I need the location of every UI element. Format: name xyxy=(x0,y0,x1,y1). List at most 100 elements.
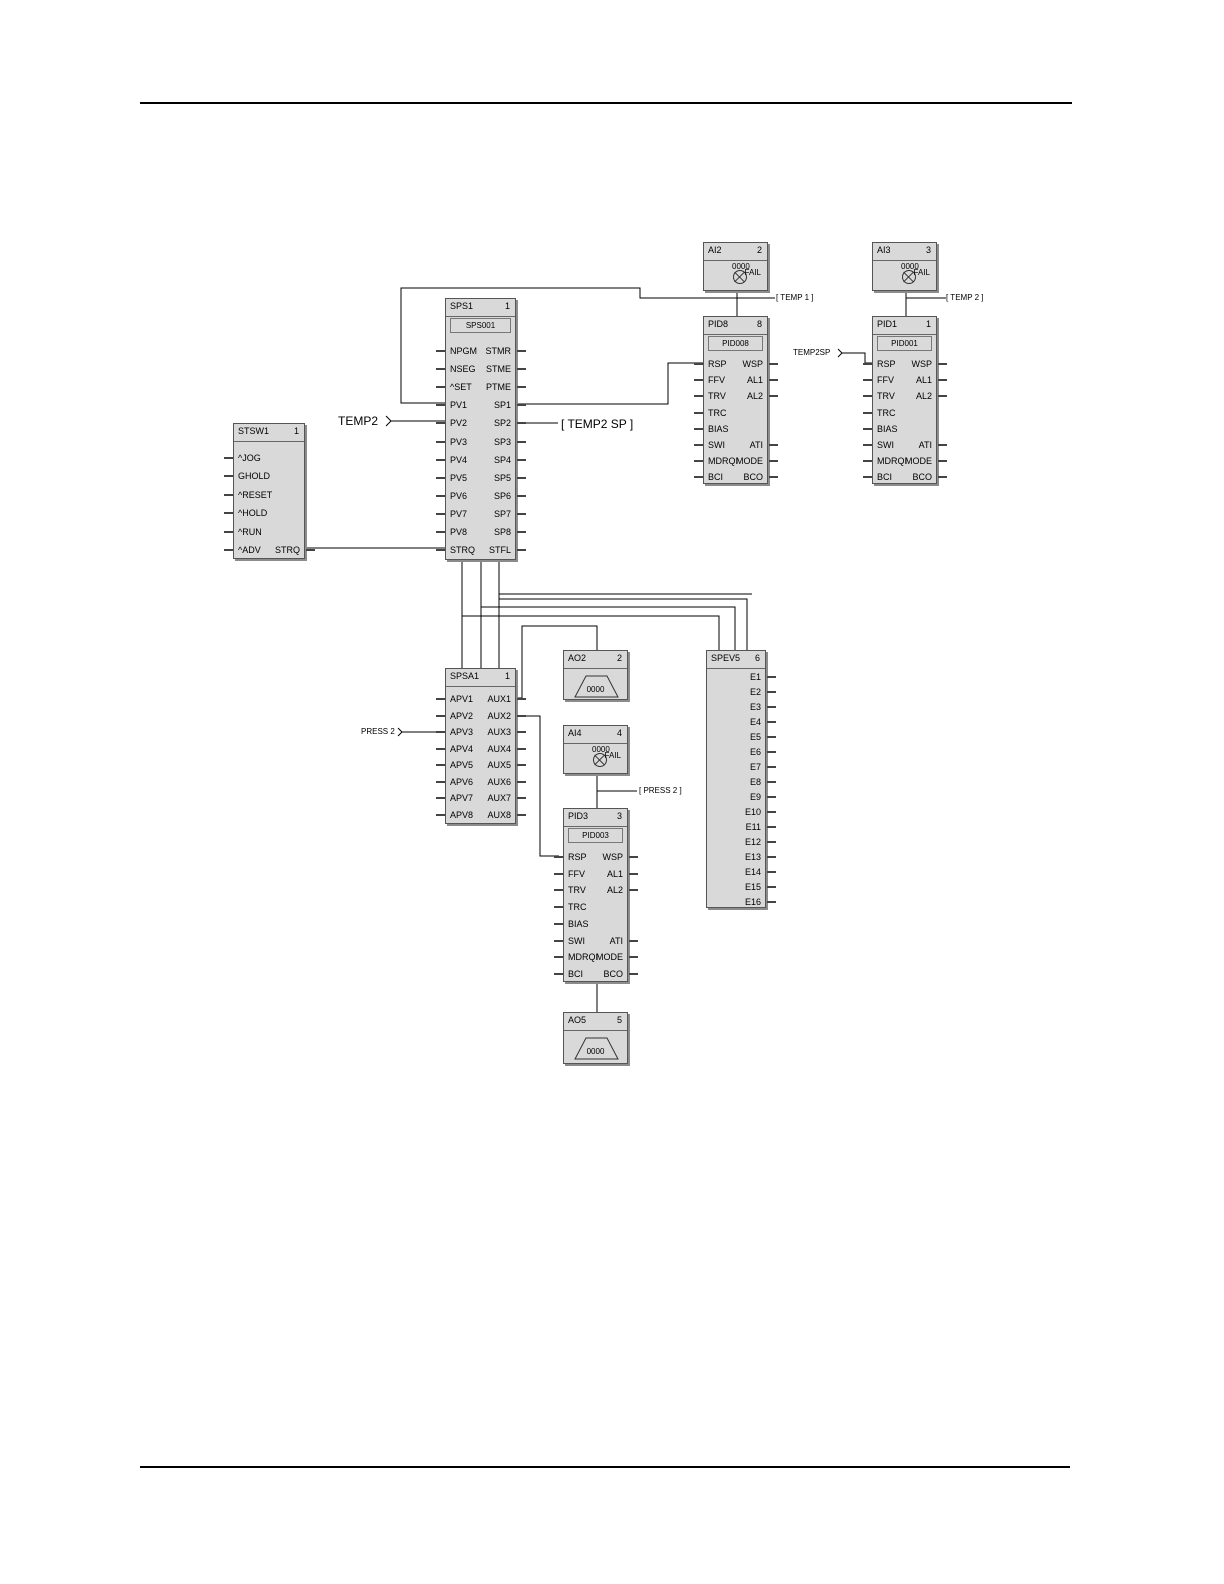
pid3-pin-mdrqi[interactable]: MDRQI xyxy=(568,952,598,963)
stsw1-pin-strq[interactable]: STRQ xyxy=(274,545,300,555)
pid8-pin-swi[interactable]: SWI xyxy=(708,440,725,450)
pid8-pin-bco[interactable]: BCO xyxy=(743,472,763,483)
sps1-pin-sp4[interactable]: SP4 xyxy=(493,454,511,465)
sps1-pin-sp7[interactable]: SP7 xyxy=(493,508,511,519)
sps1-pin-sp5[interactable]: SP5 xyxy=(493,472,511,483)
pid3-pin-bco[interactable]: BCO xyxy=(603,968,623,979)
sps1-pin-pv6[interactable]: PV6 xyxy=(450,490,468,501)
spev5-pin-e10[interactable]: E10 xyxy=(744,807,761,817)
pid3-pin-trc[interactable]: TRC xyxy=(568,902,587,913)
pid8-pin-mode[interactable]: MODE xyxy=(736,456,763,467)
pid1-pin-wsp[interactable]: WSP xyxy=(911,359,932,369)
pid3-pin-swi[interactable]: SWI xyxy=(568,935,585,946)
pid8-pin-ati[interactable]: ATI xyxy=(749,440,763,450)
spsa1-pin-aux3[interactable]: AUX3 xyxy=(487,727,511,737)
pid8-pin-mdrqi[interactable]: MDRQI xyxy=(708,456,738,467)
sps1-pin-pv8[interactable]: PV8 xyxy=(450,527,468,537)
spsa1-pin-aux7[interactable]: AUX7 xyxy=(487,793,511,803)
spsa1-pin-apv7[interactable]: APV7 xyxy=(450,793,474,803)
sps1-pin-npgm[interactable]: NPGM xyxy=(450,346,477,356)
sps1-pin-sp1[interactable]: SP1 xyxy=(493,400,511,411)
pid1-pin-al2[interactable]: AL2 xyxy=(915,391,932,402)
spev5-pin-e15[interactable]: E15 xyxy=(744,882,761,892)
spev5-pin-e1[interactable]: E1 xyxy=(749,672,761,682)
pid8-pin-trc[interactable]: TRC xyxy=(708,407,727,418)
spev5-pin-e8[interactable]: E8 xyxy=(749,777,761,787)
stsw1-pin-run[interactable]: ^RUN xyxy=(238,526,262,537)
sps1-pin-pv4[interactable]: PV4 xyxy=(450,454,468,465)
sps1-pin-sp6[interactable]: SP6 xyxy=(493,490,511,501)
pid1-pin-rsp[interactable]: RSP xyxy=(877,359,896,369)
sps1-pin-sp2[interactable]: SP2 xyxy=(493,418,511,429)
spsa1-pin-apv6[interactable]: APV6 xyxy=(450,776,474,787)
pid8-pin-trv[interactable]: TRV xyxy=(708,391,726,402)
sps1-pin-pv1[interactable]: PV1 xyxy=(450,400,468,411)
sps1-pin-sp8[interactable]: SP8 xyxy=(493,527,511,537)
pid3-pin-bias[interactable]: BIAS xyxy=(568,918,589,929)
pid1-pin-mode[interactable]: MODE xyxy=(905,456,932,467)
spev5-pin-e9[interactable]: E9 xyxy=(749,792,761,802)
pid1-pin-ffv[interactable]: FFV xyxy=(877,375,894,386)
sps1-pin-stmr[interactable]: STMR xyxy=(485,346,512,356)
spsa1-pin-apv5[interactable]: APV5 xyxy=(450,760,474,770)
stsw1-pin-ghold[interactable]: GHOLD xyxy=(238,471,271,482)
pid1-pin-al1[interactable]: AL1 xyxy=(915,375,932,386)
spsa1-pin-apv4[interactable]: APV4 xyxy=(450,743,474,754)
spsa1-pin-apv8[interactable]: APV8 xyxy=(450,809,474,820)
pid1-pin-trc[interactable]: TRC xyxy=(877,407,896,418)
pid1-pin-ati[interactable]: ATI xyxy=(918,440,932,450)
spev5-pin-e11[interactable]: E11 xyxy=(745,822,761,832)
pid3-pin-ffv[interactable]: FFV xyxy=(568,868,585,879)
sps1-pin-ptme[interactable]: PTME xyxy=(485,382,511,393)
spsa1-pin-aux1[interactable]: AUX1 xyxy=(487,694,511,704)
pid8-pin-al1[interactable]: AL1 xyxy=(746,375,763,386)
pid3-pin-al2[interactable]: AL2 xyxy=(606,885,623,896)
spev5-pin-e6[interactable]: E6 xyxy=(749,747,761,757)
sps1-pin-pv7[interactable]: PV7 xyxy=(450,508,468,519)
pid3-pin-mode[interactable]: MODE xyxy=(596,952,623,963)
sps1-pin-set[interactable]: ^SET xyxy=(450,382,472,393)
pid8-pin-bias[interactable]: BIAS xyxy=(708,423,729,434)
spev5-pin-e3[interactable]: E3 xyxy=(749,702,761,712)
spev5-pin-e14[interactable]: E14 xyxy=(744,867,761,877)
pid8-pin-al2[interactable]: AL2 xyxy=(746,391,763,402)
pid1-pin-bias[interactable]: BIAS xyxy=(877,423,898,434)
spsa1-pin-apv2[interactable]: APV2 xyxy=(450,710,474,721)
stsw1-pin-jog[interactable]: ^JOG xyxy=(238,453,261,463)
sps1-pin-pv2[interactable]: PV2 xyxy=(450,418,468,429)
pid8-pin-rsp[interactable]: RSP xyxy=(708,359,727,369)
sps1-pin-pv3[interactable]: PV3 xyxy=(450,436,468,447)
spsa1-pin-aux2[interactable]: AUX2 xyxy=(487,710,511,721)
sps1-pin-strq[interactable]: STRQ xyxy=(450,545,476,556)
spev5-pin-e7[interactable]: E7 xyxy=(749,762,761,772)
sps1-pin-nseg[interactable]: NSEG xyxy=(450,364,476,375)
stsw1-pin-adv[interactable]: ^ADV xyxy=(238,545,261,555)
pid3-pin-trv[interactable]: TRV xyxy=(568,885,586,896)
sps1-pin-pv5[interactable]: PV5 xyxy=(450,472,468,483)
spev5-pin-e4[interactable]: E4 xyxy=(749,717,761,727)
pid1-pin-bco[interactable]: BCO xyxy=(912,472,932,483)
spsa1-pin-aux6[interactable]: AUX6 xyxy=(487,776,511,787)
spsa1-pin-apv3[interactable]: APV3 xyxy=(450,727,474,737)
pid1-pin-trv[interactable]: TRV xyxy=(877,391,895,402)
sps1-pin-sp3[interactable]: SP3 xyxy=(493,436,511,447)
pid1-pin-mdrqi[interactable]: MDRQI xyxy=(877,456,907,467)
spev5-pin-e2[interactable]: E2 xyxy=(749,687,761,697)
pid8-pin-bci[interactable]: BCI xyxy=(708,472,724,483)
spsa1-pin-aux4[interactable]: AUX4 xyxy=(487,743,511,754)
pid3-pin-rsp[interactable]: RSP xyxy=(568,852,587,862)
pid3-pin-wsp[interactable]: WSP xyxy=(602,852,623,862)
pid1-pin-swi[interactable]: SWI xyxy=(877,440,894,450)
sps1-pin-stme[interactable]: STME xyxy=(485,364,511,375)
stsw1-pin-hold[interactable]: ^HOLD xyxy=(238,508,268,519)
